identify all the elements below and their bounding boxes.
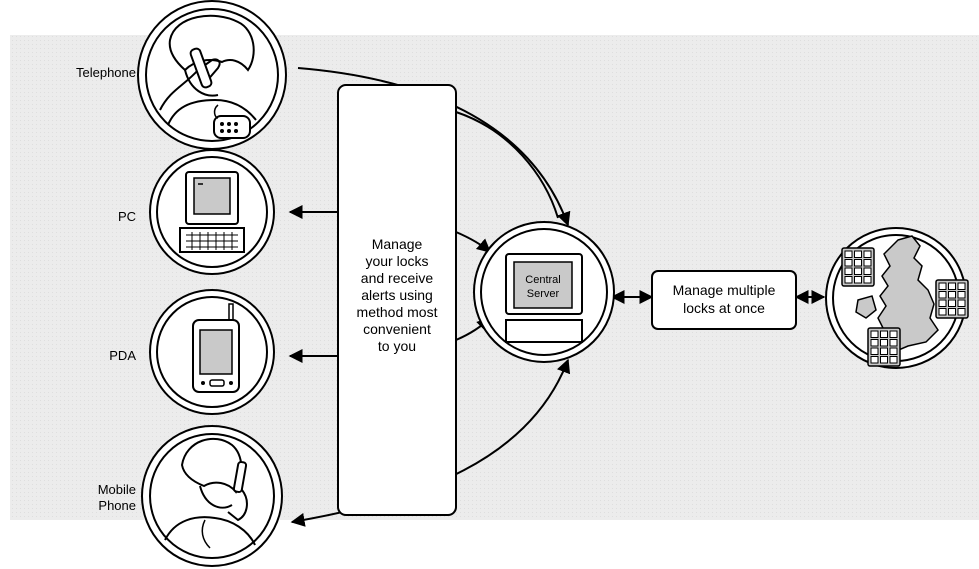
keypad-key bbox=[938, 282, 947, 290]
arrow-box-right-upper bbox=[455, 111, 559, 219]
keypad-key bbox=[948, 299, 956, 307]
center-box-line-2: your locks bbox=[365, 253, 428, 269]
keypad-key bbox=[844, 259, 853, 267]
center-box-line-3: and receive bbox=[361, 270, 434, 286]
pda-icon bbox=[149, 289, 275, 415]
keypad-icon bbox=[841, 247, 875, 287]
keypad-key bbox=[870, 347, 879, 355]
keypad-key bbox=[957, 299, 966, 307]
center-box-line-4: alerts using bbox=[361, 287, 433, 303]
keypad-key bbox=[870, 330, 879, 338]
keypad-key bbox=[957, 282, 966, 290]
server-label-line1: Central bbox=[525, 274, 560, 286]
keypad-key bbox=[880, 347, 888, 355]
keypad-key bbox=[948, 291, 956, 299]
keypad-key bbox=[957, 291, 966, 299]
keypad-key bbox=[854, 250, 862, 258]
keypad-icon bbox=[867, 327, 901, 367]
multi-lock-message-box: Manage multiple locks at once bbox=[651, 270, 797, 330]
keypad-key bbox=[948, 282, 956, 290]
server-label-line2: Server bbox=[527, 288, 560, 300]
telephone-user-icon bbox=[137, 0, 287, 150]
keypad-key bbox=[863, 267, 872, 275]
keypad-key bbox=[880, 356, 888, 364]
keypad-key bbox=[863, 259, 872, 267]
pda-label: PDA bbox=[109, 348, 136, 363]
telephone-label: Telephone bbox=[76, 65, 136, 80]
keypad-key bbox=[863, 276, 872, 284]
center-box-line-5: method most bbox=[357, 304, 438, 320]
keypad-key bbox=[880, 339, 888, 347]
desktop-pc-icon bbox=[149, 149, 275, 275]
center-box-line-6: convenient bbox=[363, 321, 431, 337]
arrow-telephone-to-server bbox=[297, 67, 571, 227]
keypad-group bbox=[841, 247, 969, 367]
mobile-phone-user-icon bbox=[141, 425, 283, 567]
keypad-key bbox=[844, 276, 853, 284]
keypad-key bbox=[889, 356, 898, 364]
keypad-key bbox=[889, 347, 898, 355]
keypad-key bbox=[889, 330, 898, 338]
keypad-key bbox=[938, 299, 947, 307]
center-message-box: Manage your locks and receive alerts usi… bbox=[337, 84, 457, 516]
mobile-label-line2: Phone bbox=[98, 498, 136, 513]
pc-label: PC bbox=[118, 209, 136, 224]
keypad-key bbox=[854, 267, 862, 275]
connectors bbox=[288, 67, 826, 527]
keypad-key bbox=[938, 308, 947, 316]
keypad-key bbox=[889, 339, 898, 347]
keypad-key bbox=[844, 250, 853, 258]
keypad-key bbox=[938, 291, 947, 299]
keypad-key bbox=[870, 339, 879, 347]
keypad-key bbox=[854, 276, 862, 284]
keypad-icon bbox=[935, 279, 969, 319]
multi-lock-line-1: Manage multiple bbox=[673, 282, 776, 298]
keypad-key bbox=[948, 308, 956, 316]
keypad-key bbox=[863, 250, 872, 258]
mobile-label-line1: Mobile bbox=[98, 482, 136, 497]
keypad-key bbox=[844, 267, 853, 275]
keypad-key bbox=[854, 259, 862, 267]
keypad-key bbox=[957, 308, 966, 316]
center-box-line-1: Manage bbox=[372, 236, 423, 252]
keypad-key bbox=[880, 330, 888, 338]
center-box-line-7: to you bbox=[378, 338, 416, 354]
multi-lock-line-2: locks at once bbox=[683, 300, 765, 316]
server-computer-icon: Central Server bbox=[473, 221, 615, 363]
keypad-key bbox=[870, 356, 879, 364]
